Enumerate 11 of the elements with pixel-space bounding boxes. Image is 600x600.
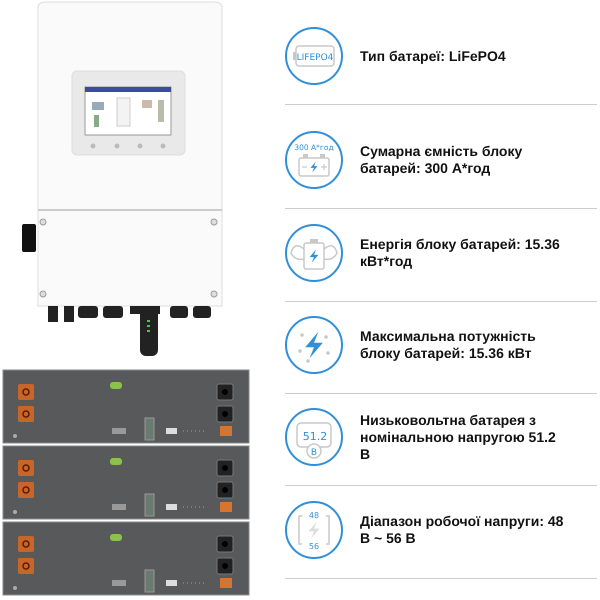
icon-text: 56 bbox=[308, 542, 320, 551]
spec-text: Діапазон робочої напруги: 48 В ~ 56 В bbox=[360, 513, 564, 547]
icon-text: LIFEPO4 bbox=[296, 53, 334, 63]
spec-text: Сумарна ємність блоку батарей: 300 А*год bbox=[360, 143, 524, 177]
spec-text: Енергія блоку батарей: 15.36 кВт*год bbox=[360, 236, 561, 270]
icon-text: 48 bbox=[308, 511, 320, 520]
spec-text: Низьковольтна батарея з номінальною напругою 51.2 В bbox=[360, 412, 557, 462]
spec-text: Тип батареї: LiFePO4 bbox=[360, 48, 507, 64]
icon-text: 51.2 bbox=[302, 430, 328, 443]
icon-text: В bbox=[310, 448, 318, 458]
spec-text: Максимальна потужність блоку батарей: 15.36 кВт bbox=[360, 328, 537, 362]
